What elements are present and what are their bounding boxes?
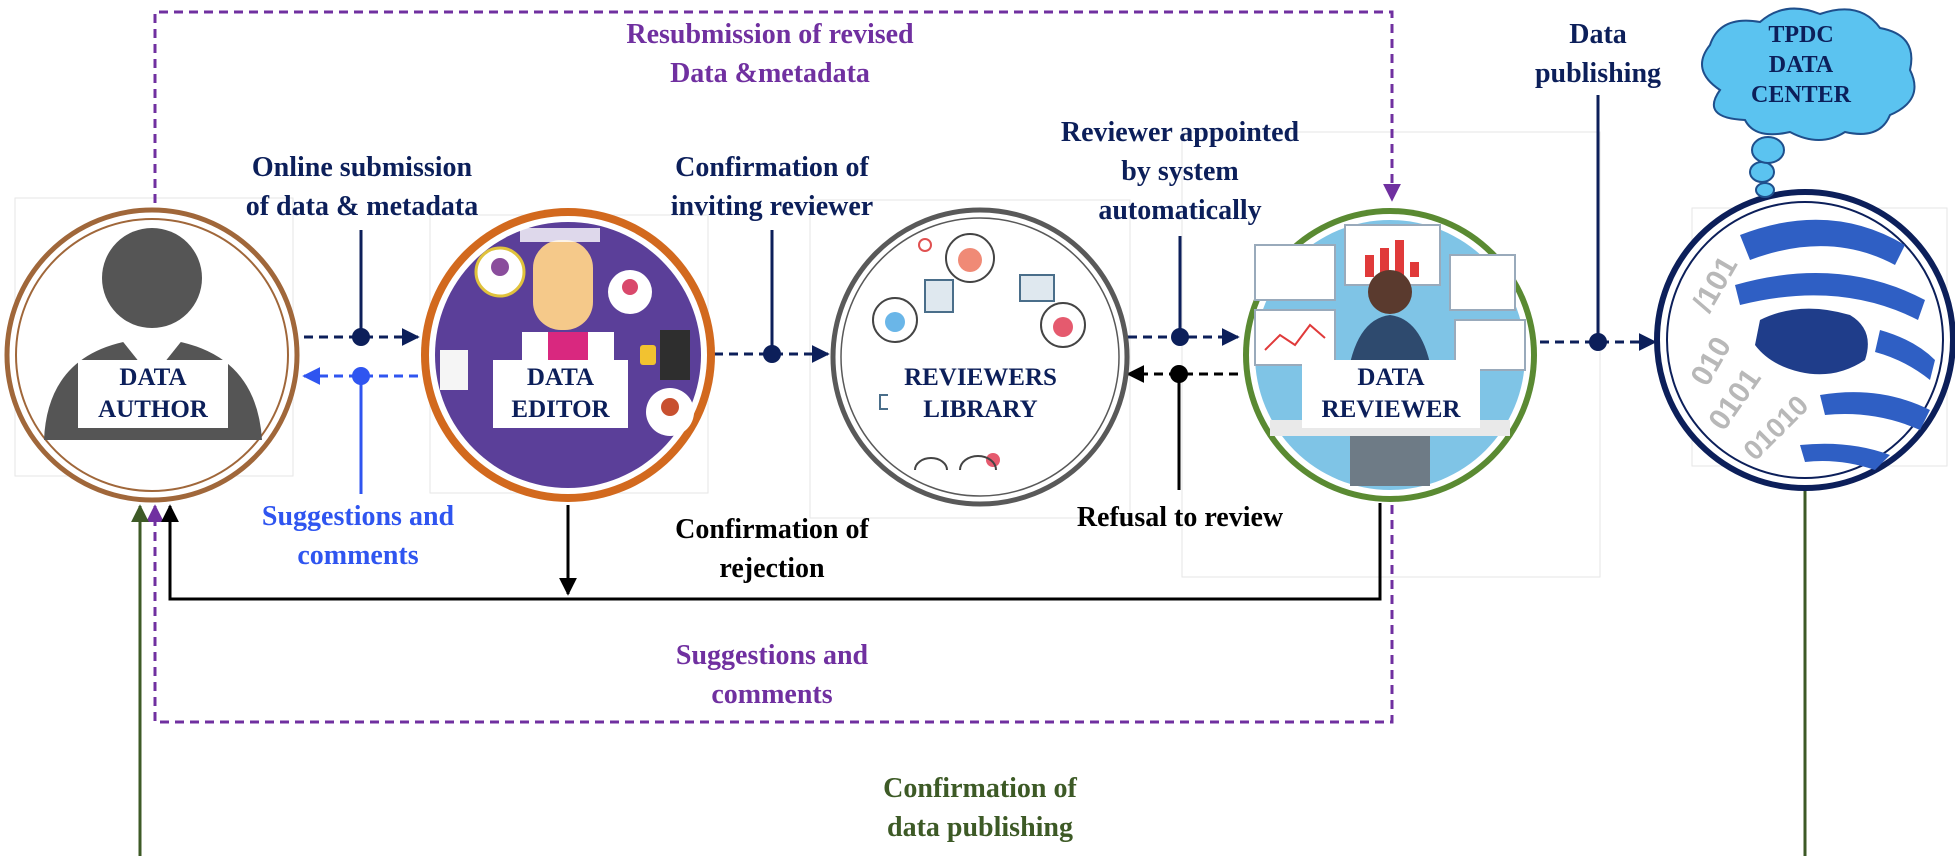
online-submission-line2: of data & metadata bbox=[245, 191, 479, 222]
suggestions-blue-label: Suggestions and comments bbox=[218, 497, 498, 575]
reviewer-label-line2: REVIEWER bbox=[1321, 396, 1461, 423]
reviewer-label-line1: DATA bbox=[1357, 364, 1425, 391]
suggestions-purple-label: Suggestions and comments bbox=[632, 636, 912, 714]
confirm-rejection-label: Confirmation of rejection bbox=[622, 510, 922, 588]
library-node[interactable] bbox=[830, 207, 1130, 507]
reviewers-doodle-icon bbox=[872, 233, 1086, 471]
center-label-line1: TPDC bbox=[1768, 22, 1834, 48]
refusal-dot bbox=[1170, 365, 1188, 383]
author-node[interactable] bbox=[4, 207, 300, 503]
suggestions-purple-line1: Suggestions and bbox=[675, 640, 869, 671]
online-submission-label: Online submission of data & metadata bbox=[212, 148, 512, 226]
confirm-publishing-line2: data publishing bbox=[887, 812, 1073, 843]
confirm-inviting-label: Confirmation of inviting reviewer bbox=[622, 148, 922, 226]
publishing-confirmation-line bbox=[140, 487, 1807, 856]
resubmission-line1: Resubmission of revised bbox=[626, 19, 914, 50]
reviewer-appointed-line2: by system bbox=[1121, 156, 1239, 187]
suggestions-loop-purple bbox=[146, 504, 1394, 724]
resubmission-line2: Data &metadata bbox=[670, 58, 870, 89]
center-label-line3: CENTER bbox=[1750, 82, 1852, 108]
reviewer-appointed-line3: automatically bbox=[1098, 195, 1262, 226]
suggestions-dot bbox=[352, 367, 370, 385]
editor-label-line2: EDITOR bbox=[511, 396, 610, 423]
suggestions-purple-line2: comments bbox=[711, 679, 833, 710]
center-node[interactable]: /101 010 0101 01010 bbox=[1654, 189, 1955, 491]
data-publishing-label: Data publishing bbox=[1498, 15, 1698, 93]
forward-flow bbox=[304, 95, 1657, 363]
editor-label-line1: DATA bbox=[526, 364, 595, 391]
data-publishing-line2: publishing bbox=[1534, 58, 1662, 89]
refusal-label: Refusal to review bbox=[1076, 502, 1284, 533]
library-label: REVIEWERS LIBRARY bbox=[888, 360, 1073, 428]
rejection-path bbox=[161, 503, 1382, 601]
confirm-publishing-line1: Confirmation of bbox=[883, 773, 1077, 804]
suggestions-blue-line1: Suggestions and bbox=[261, 501, 455, 532]
confirm-rejection-line1: Confirmation of bbox=[675, 514, 869, 545]
online-submission-line1: Online submission bbox=[251, 152, 473, 183]
editor-label: DATA EDITOR bbox=[493, 360, 628, 428]
library-label-line1: REVIEWERS bbox=[904, 364, 1057, 391]
suggestions-blue-line2: comments bbox=[297, 540, 419, 571]
data-publishing-line1: Data bbox=[1569, 19, 1627, 50]
confirm-inviting-line2: inviting reviewer bbox=[670, 191, 874, 222]
confirm-rejection-line2: rejection bbox=[719, 553, 825, 584]
author-label: DATA AUTHOR bbox=[78, 360, 228, 428]
reviewer-appointed-line1: Reviewer appointed bbox=[1060, 117, 1300, 148]
confirm-inviting-line1: Confirmation of bbox=[675, 152, 869, 183]
author-label-line1: DATA bbox=[119, 364, 187, 391]
author-label-line2: AUTHOR bbox=[98, 396, 208, 423]
flow-dots bbox=[352, 328, 1607, 363]
editor-node[interactable] bbox=[421, 208, 715, 502]
confirm-publishing-label: Confirmation of data publishing bbox=[830, 769, 1130, 847]
thought-cloud-icon bbox=[1701, 7, 1916, 198]
library-label-line2: LIBRARY bbox=[923, 396, 1038, 423]
reviewer-appointed-label: Reviewer appointed by system automatical… bbox=[1030, 113, 1330, 230]
center-label-line2: DATA bbox=[1768, 52, 1834, 78]
resubmission-label: Resubmission of revised Data &metadata bbox=[560, 15, 980, 93]
center-label: TPDC DATA CENTER bbox=[1745, 20, 1857, 110]
reviewer-label: DATA REVIEWER bbox=[1302, 360, 1480, 428]
reviewer-node[interactable] bbox=[1243, 208, 1537, 502]
resubmission-loop bbox=[153, 10, 1401, 203]
